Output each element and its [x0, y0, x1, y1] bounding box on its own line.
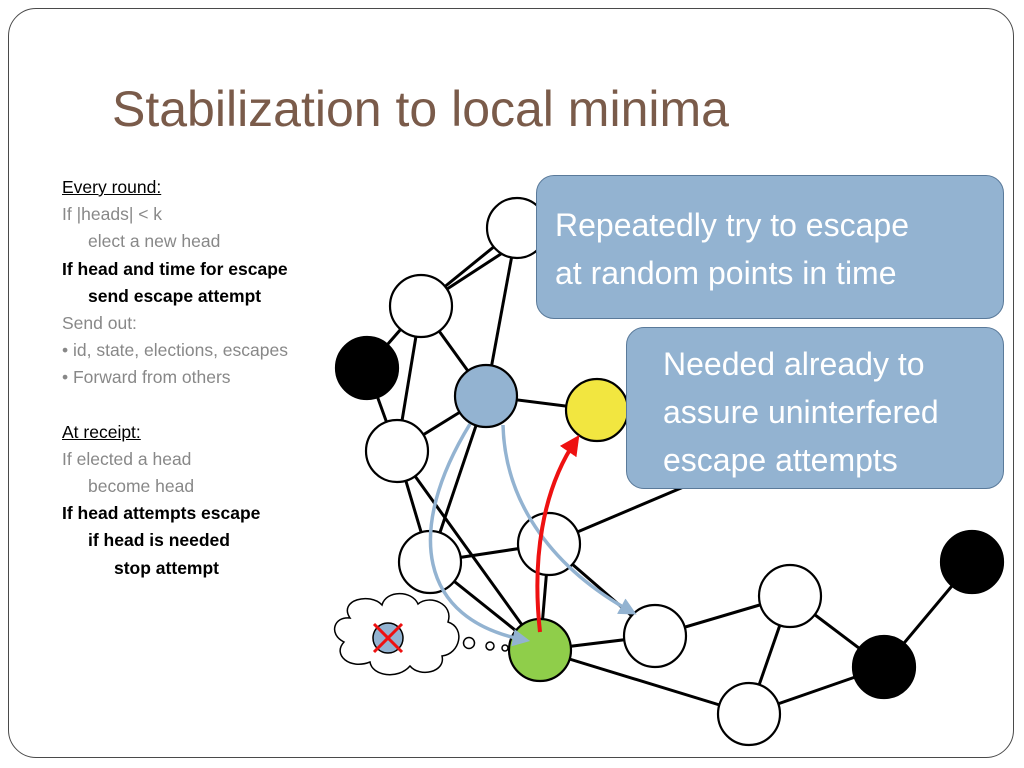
line-if-needed: if head is needed: [88, 530, 230, 551]
node-black: [939, 529, 1005, 595]
callout-2-line-3: escape attempts: [663, 442, 898, 478]
thought-dot: [485, 641, 495, 651]
callout-2-line-2: assure uninterfered: [663, 394, 939, 430]
node-black: [334, 335, 400, 401]
line-if-heads: If |heads| < k: [62, 204, 163, 225]
line-if-escape: If head and time for escape: [62, 258, 288, 279]
callout-needed-already: Needed already to assure uninterfered es…: [626, 327, 1004, 489]
edge: [395, 450, 542, 651]
red-escape-arrow: [535, 435, 580, 633]
line-become-head: become head: [88, 476, 195, 497]
thought-dot: [501, 644, 509, 652]
blue-arrow-to-white: [501, 424, 637, 615]
node-white: [757, 563, 823, 629]
node-white: [364, 418, 430, 484]
every-round-header: Every round:: [62, 177, 162, 197]
line-id-state: • id, state, elections, escapes: [62, 340, 288, 361]
slide-title: Stabilization to local minima: [112, 81, 729, 137]
pseudocode-block: Every round: If |heads| < k elect a new …: [62, 174, 362, 582]
line-send-escape: send escape attempt: [88, 285, 262, 306]
thought-cloud: [333, 592, 509, 676]
cross-icon: [372, 622, 404, 654]
line-elect-head: elect a new head: [88, 231, 221, 252]
node-black: [851, 634, 917, 700]
thought-dot: [462, 636, 476, 650]
line-stop-attempt: stop attempt: [114, 557, 219, 578]
line-send-out: Send out:: [62, 313, 137, 334]
escape-arrows-blue: [428, 423, 637, 647]
blue-arrow-to-green: [428, 423, 531, 647]
node-yellow: [564, 377, 630, 443]
node-white: [622, 603, 688, 669]
line-if-elected: If elected a head: [62, 448, 192, 469]
callout-2-line-1: Needed already to: [663, 346, 925, 382]
edge: [539, 648, 750, 716]
at-receipt-header: At receipt:: [62, 421, 141, 442]
node-blue-head: [453, 363, 519, 429]
callout-1-line-1: Repeatedly try to escape: [555, 207, 909, 243]
node-white: [388, 273, 454, 339]
line-forward: • Forward from others: [62, 367, 231, 388]
node-white: [716, 681, 782, 747]
callout-1-line-2: at random points in time: [555, 255, 897, 291]
line-if-attempts: If head attempts escape: [62, 503, 261, 524]
callout-escape-repeatedly: Repeatedly try to escape at random point…: [536, 175, 1004, 319]
